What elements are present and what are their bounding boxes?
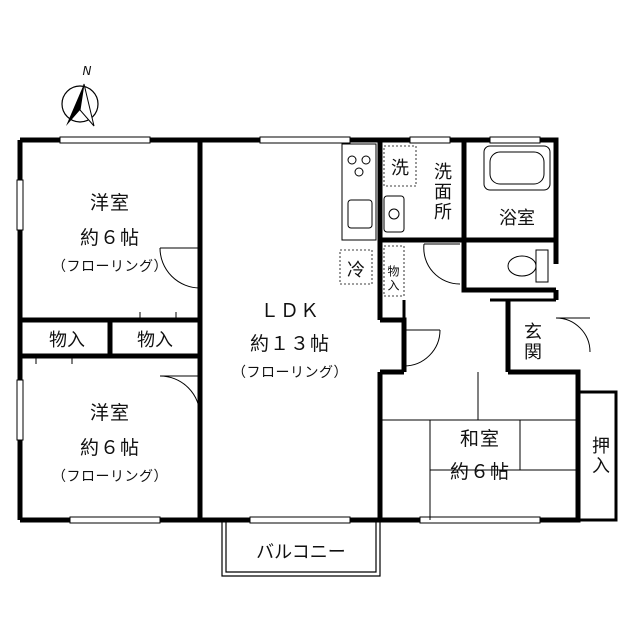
bathtub-icon: [483, 145, 551, 191]
compass-icon: [61, 83, 99, 127]
washroom-label: 洗面所: [431, 162, 452, 222]
fridge-label: 冷: [347, 260, 365, 281]
closet-right-label: 物入: [137, 330, 173, 351]
oshiire-label: 押入: [589, 436, 610, 476]
balcony-label: バルコニー: [256, 542, 346, 563]
room-name: 和室: [459, 428, 500, 450]
japanese-room-label: 和室 約６帖: [430, 424, 530, 484]
room-note: （フローリング）: [52, 259, 168, 275]
room-size: 約１３帖: [249, 333, 330, 355]
closet-left-label: 物入: [49, 330, 85, 351]
compass-north-label: N: [82, 64, 92, 78]
doors: [35, 243, 591, 417]
room-note: （フローリング）: [52, 469, 168, 485]
western-room-bottom-label: 洋室 約６帖 （フローリング）: [30, 398, 190, 486]
room-note: （フローリング）: [232, 365, 348, 381]
room-name: ＬＤＫ: [259, 300, 320, 322]
hall-closet-label: 物入: [386, 265, 400, 293]
room-size: 約６帖: [79, 227, 140, 249]
room-size: 約６帖: [79, 437, 140, 459]
washer-label: 洗: [391, 158, 409, 179]
room-name: 洋室: [89, 402, 130, 424]
balcony-outline: [221, 522, 381, 577]
windows: [16, 136, 541, 524]
room-size: 約６帖: [449, 461, 510, 483]
entrance-label: 玄関: [521, 322, 542, 362]
washbasin-icon: [383, 195, 405, 233]
room-name: 洋室: [89, 192, 130, 214]
oshiire-outline: [578, 390, 618, 522]
western-room-top-label: 洋室 約６帖 （フローリング）: [30, 188, 190, 276]
kitchen-counter: [341, 143, 377, 241]
ldk-label: ＬＤＫ 約１３帖 （フローリング）: [210, 296, 370, 382]
tatami-lines: [380, 372, 578, 520]
bathroom-label: 浴室: [499, 208, 535, 229]
toilet-icon: [507, 249, 549, 283]
appliance-boxes: [339, 145, 417, 297]
